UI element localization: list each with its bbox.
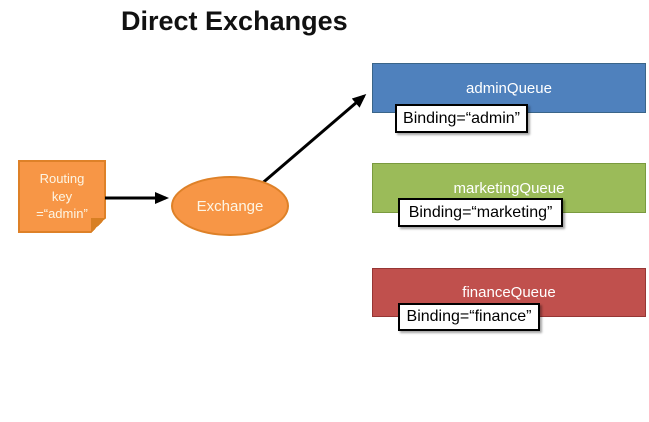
diagram-title: Direct Exchanges [121, 6, 348, 36]
note-folded-corner [91, 218, 106, 233]
binding-label-marketing: Binding=“marketing” [398, 198, 563, 227]
binding-label-admin: Binding=“admin” [395, 104, 528, 133]
binding-label-finance: Binding=“finance” [398, 303, 540, 331]
note-fold-wrapper [18, 160, 106, 233]
routing-key-note: Routing key =“admin” [18, 160, 106, 233]
exchange-node: Exchange [171, 176, 289, 236]
arrow-exchange-to-admin-queue [258, 94, 367, 188]
